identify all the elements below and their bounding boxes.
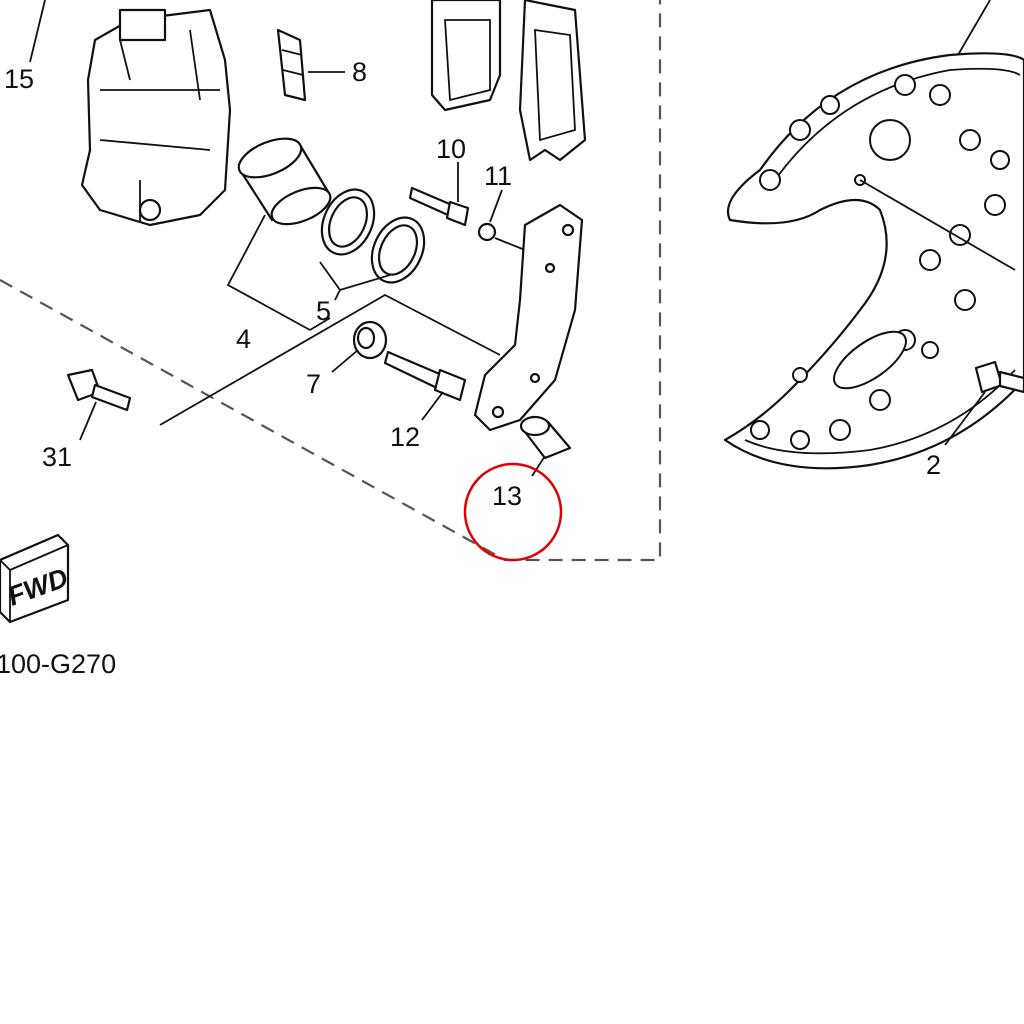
callout-12: 12 [390,422,420,452]
callout-31: 31 [42,442,72,472]
callout-10: 10 [436,134,466,164]
caliper-bracket [473,203,584,432]
highlight-circle [463,462,563,562]
caliper-body [80,8,232,227]
disc-guard [723,52,1024,470]
sleeve-13 [519,415,572,460]
callout-15: 15 [4,64,34,94]
pad-spring-clip [276,28,307,102]
callout-11: 11 [484,161,512,191]
bolt-10 [408,186,470,227]
leader-4 [226,214,331,331]
bolt-2 [974,360,1024,394]
leader-12 [421,391,444,421]
piston-seals [320,188,426,284]
caliper-piston [237,137,332,226]
leader-5 [319,261,391,301]
leader-disc [957,0,991,56]
callout-8: 8 [352,57,367,87]
leader-31-link [159,293,501,426]
leader-11 [489,189,526,251]
bolt-31 [66,368,132,412]
brake-pad-inner [430,0,502,112]
leader-right [859,179,1016,271]
callout-2: 2 [926,450,941,480]
assembly-boundary [0,0,662,562]
boot-7 [352,320,388,360]
leader-31 [79,401,97,441]
pin-bolt-12 [383,350,467,402]
callout-4: 4 [236,324,251,354]
callout-5: 5 [316,296,331,326]
callout-7: 7 [306,369,321,399]
leader-7 [331,349,359,373]
leader-15 [29,0,46,63]
washer-11 [477,222,497,242]
drawing-code: 100-G270 [0,649,116,679]
brake-pad-outer [518,0,587,162]
leader-13 [531,455,546,477]
callout-13: 13 [492,481,522,511]
leader-2 [944,391,986,446]
fwd-arrow-marker: FWD [0,533,72,624]
